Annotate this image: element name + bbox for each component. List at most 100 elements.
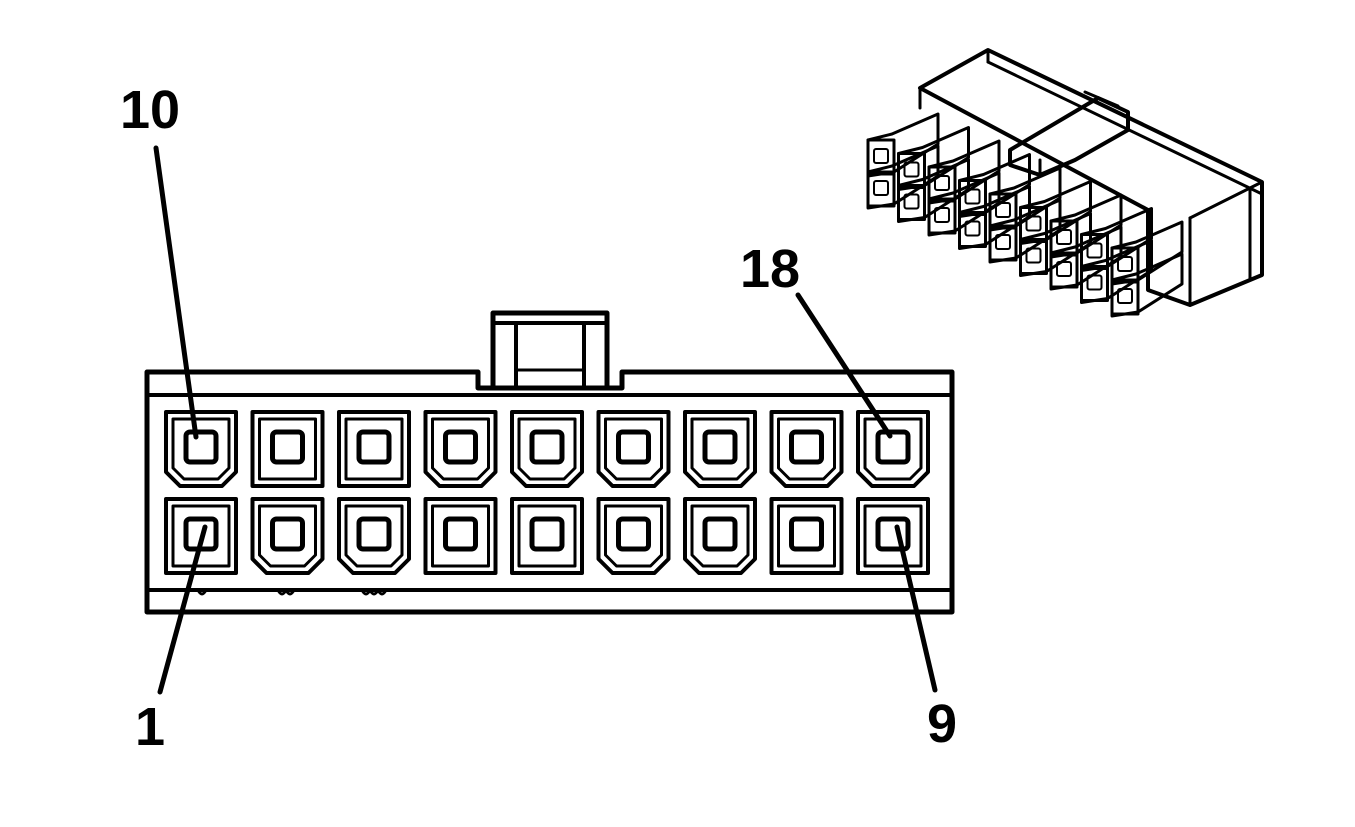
cavity-outline xyxy=(769,410,844,488)
iso-top-cavity-terminal xyxy=(964,188,981,205)
iso-bottom-cavity-terminal xyxy=(903,193,920,210)
iso-bottom-cavity-terminal xyxy=(1025,247,1042,264)
iso-bottom-cavity-block xyxy=(866,144,940,210)
terminal-pin xyxy=(789,516,824,552)
terminal-pin xyxy=(875,516,911,552)
terminal-pin xyxy=(702,516,738,552)
pin-label-18: 18 xyxy=(740,239,800,299)
iso-top-cavity-face xyxy=(1049,219,1079,257)
cavity-inner-outline xyxy=(344,417,404,481)
cavity-outline xyxy=(423,410,498,488)
iso-top-cavity-face xyxy=(927,165,957,203)
pin-label-10: 10 xyxy=(120,80,180,140)
iso-bottom-cavity-terminal xyxy=(873,180,889,196)
leader-line-pin-10 xyxy=(153,145,199,440)
cavity-inner-outline xyxy=(777,417,836,481)
cavity-inner-outline xyxy=(863,417,923,481)
cavity-inner-outline xyxy=(863,504,923,568)
cavity-inner-outline xyxy=(258,504,317,568)
terminal-pin xyxy=(356,429,392,465)
cavity-outline xyxy=(250,497,325,575)
iso-bottom-cavity-block xyxy=(1049,225,1123,291)
iso-bottom-cavity-face xyxy=(958,211,987,248)
iso-bottom-cavity-face xyxy=(1110,278,1140,316)
cavity-outline xyxy=(683,497,757,575)
iso-bottom-cavity-terminal xyxy=(995,234,1011,250)
cavity-inner-outline xyxy=(604,417,663,481)
terminal-pin xyxy=(529,516,565,552)
leader-line-pin-1 xyxy=(157,524,208,695)
cavity-outline xyxy=(596,410,671,488)
cavity-inner-outline xyxy=(690,504,750,568)
cavity-outline xyxy=(856,497,930,575)
iso-bottom-cavity-face xyxy=(1019,238,1048,275)
terminal-pin xyxy=(443,516,478,552)
cavity-inner-outline xyxy=(431,417,490,481)
iso-bottom-cavity-block xyxy=(1110,252,1184,318)
iso-top-cavity-terminal xyxy=(934,175,950,191)
iso-top-cavity-terminal xyxy=(1025,215,1042,232)
terminal-pin xyxy=(270,516,305,552)
cavity-inner-outline xyxy=(777,504,836,568)
cavity-inner-outline xyxy=(431,504,490,568)
terminal-cavities xyxy=(164,410,930,575)
cavity-inner-outline xyxy=(258,417,317,481)
iso-bottom-cavity-face xyxy=(866,170,896,208)
terminal-pin xyxy=(702,429,738,465)
iso-top-cavity-face xyxy=(988,192,1018,230)
terminal-pin xyxy=(183,429,219,465)
pin-label-1: 1 xyxy=(135,697,165,757)
cavity-inner-outline xyxy=(171,417,231,481)
cavity-inner-outline xyxy=(690,417,750,481)
terminal-pin xyxy=(443,429,478,465)
locking-latch xyxy=(490,310,610,391)
iso-bottom-cavity-face xyxy=(927,197,957,235)
connector-housing xyxy=(144,369,955,615)
iso-bottom-cavity-block xyxy=(1080,239,1153,304)
cavity-inner-outline xyxy=(604,504,663,568)
leader-lines xyxy=(153,145,938,695)
iso-bottom-cavity-terminal xyxy=(1056,261,1072,277)
cavity-outline xyxy=(596,497,671,575)
terminal-pin xyxy=(616,429,651,465)
iso-bottom-cavity-block xyxy=(927,171,1001,237)
iso-top-cavity-face xyxy=(1110,246,1140,284)
iso-bottom-cavity-terminal xyxy=(934,207,950,223)
cavity-outline xyxy=(164,410,238,488)
iso-top-cavity-terminal xyxy=(1117,256,1133,272)
iso-top-cavity-face xyxy=(866,138,896,176)
terminal-pin xyxy=(270,429,305,465)
cavity-outline xyxy=(337,497,411,575)
iso-top-cavity-terminal xyxy=(903,161,920,178)
cavity-outline xyxy=(423,497,498,575)
connector-isometric-view xyxy=(866,48,1264,318)
terminal-pin xyxy=(529,429,565,465)
cavity-outline xyxy=(250,410,325,488)
iso-top-cavity-face xyxy=(1080,233,1109,270)
terminal-pin xyxy=(356,516,392,552)
cavity-outline xyxy=(164,497,238,575)
cavity-outline xyxy=(683,410,757,488)
cavity-inner-outline xyxy=(517,417,577,481)
iso-top-cavity-terminal xyxy=(1056,229,1072,245)
iso-bottom-cavity-face xyxy=(1049,251,1079,289)
cavity-outline xyxy=(856,410,930,488)
cavity-outline xyxy=(769,497,844,575)
pin-label-9: 9 xyxy=(927,694,957,754)
iso-top-cavity-face xyxy=(958,179,987,216)
iso-bottom-cavity-block xyxy=(1019,212,1092,277)
iso-top-cavity-face xyxy=(1019,206,1048,243)
cavity-inner-outline xyxy=(171,504,231,568)
cavity-outline xyxy=(337,410,411,488)
iso-top-cavity-face xyxy=(897,152,926,189)
iso-bottom-cavity-terminal xyxy=(1117,288,1133,304)
leader-line-pin-18 xyxy=(795,292,893,439)
iso-bottom-cavity-face xyxy=(897,184,926,221)
iso-top-cavity-terminal xyxy=(1086,242,1103,259)
cavity-outline xyxy=(510,497,584,575)
cavity-inner-outline xyxy=(517,504,577,568)
iso-bottom-cavity-terminal xyxy=(1086,274,1103,291)
iso-bottom-cavity-block xyxy=(958,185,1031,250)
terminal-pin xyxy=(789,429,824,465)
